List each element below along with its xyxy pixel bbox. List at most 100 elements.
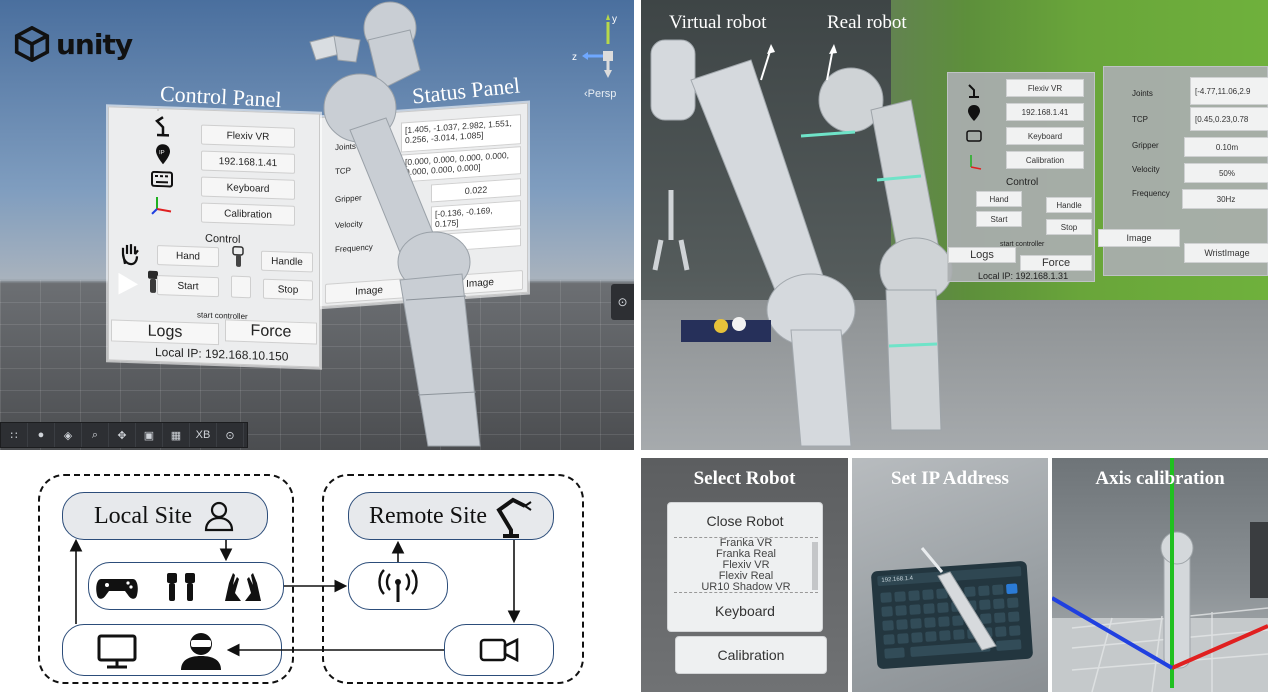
local-ip-label: Local IP: 192.168.10.150 bbox=[155, 344, 289, 364]
remote-site-node: Remote Site bbox=[348, 492, 554, 540]
force-button[interactable]: Force bbox=[225, 319, 317, 345]
remote-site-label: Remote Site bbox=[369, 502, 487, 529]
vr-frequency-label: Frequency bbox=[1132, 189, 1170, 198]
vr-robot-button[interactable]: Flexiv VR bbox=[1006, 79, 1084, 97]
select-robot-card: Close Robot Franka VR Franka Real Flexiv… bbox=[667, 502, 823, 632]
calibration-button[interactable]: Calibration bbox=[201, 202, 295, 226]
vr-gripper-label: Gripper bbox=[1132, 141, 1159, 150]
calibration-card[interactable]: Calibration bbox=[675, 636, 827, 674]
side-compass-icon[interactable]: ⊙ bbox=[611, 284, 634, 320]
toolbar-circle-icon[interactable]: ● bbox=[28, 423, 55, 447]
vr-image-button[interactable]: Image bbox=[1098, 229, 1180, 247]
toolbar-building-icon[interactable]: ▦ bbox=[163, 423, 190, 447]
toolbar-move-icon[interactable]: ✥ bbox=[109, 423, 136, 447]
robot-option-ur10-shadow-vr[interactable]: UR10 Shadow VR bbox=[701, 581, 791, 593]
local-site-group bbox=[38, 474, 294, 684]
stop-button[interactable]: Stop bbox=[263, 278, 313, 301]
toolbar-compass-icon[interactable]: ⊙ bbox=[217, 423, 244, 447]
close-robot-item[interactable]: Close Robot bbox=[706, 513, 784, 529]
vr-controller-icon bbox=[148, 270, 158, 293]
vr-force-button[interactable]: Force bbox=[1020, 255, 1092, 271]
hand-button-placeholder bbox=[157, 109, 159, 112]
remote-site-group bbox=[322, 474, 584, 684]
vr-controllers-icon bbox=[167, 573, 195, 601]
vr-keyboard-button[interactable]: Keyboard bbox=[1006, 127, 1084, 145]
vr-headset-user-icon bbox=[181, 633, 221, 670]
display-icons bbox=[97, 633, 221, 670]
calibration-item: Calibration bbox=[717, 647, 785, 663]
person-icon bbox=[204, 501, 234, 532]
handle-button[interactable]: Handle bbox=[261, 250, 313, 273]
vr-frequency-value: 30Hz bbox=[1182, 189, 1268, 209]
logs-button[interactable]: Logs bbox=[111, 319, 219, 346]
network-node bbox=[348, 562, 448, 610]
robot-option-flexiv-real[interactable]: Flexiv Real bbox=[718, 570, 774, 582]
robot-select-button[interactable]: Flexiv VR bbox=[201, 124, 295, 148]
control-label: Control bbox=[205, 232, 241, 246]
hand-button[interactable]: Hand bbox=[157, 245, 219, 268]
robot-options-list[interactable]: Franka VR Franka Real Flexiv VR Flexiv R… bbox=[674, 537, 818, 593]
robot-arm-icon bbox=[155, 116, 169, 137]
start-button[interactable]: Start bbox=[157, 275, 219, 298]
input-devices-node bbox=[88, 562, 284, 610]
axis-icon bbox=[151, 196, 172, 215]
hand-icon bbox=[121, 244, 139, 266]
play-icon bbox=[118, 272, 139, 295]
scene-gizmo-icon[interactable]: z y bbox=[568, 12, 628, 82]
toolbar-camera-icon[interactable]: ▣ bbox=[136, 423, 163, 447]
set-ip-crop: Set IP Address 192.168.1.4 bbox=[852, 458, 1048, 692]
unity-cube-icon bbox=[14, 26, 50, 62]
stop-toggle[interactable] bbox=[231, 275, 251, 299]
toolbar-search-icon[interactable]: ⌕ bbox=[82, 423, 109, 447]
local-site-node: Local Site bbox=[62, 492, 268, 540]
gamepad-icon bbox=[96, 579, 138, 599]
axis-calibration-title: Axis calibration bbox=[1095, 468, 1225, 489]
vr-control-panel: Flexiv VR 192.168.1.41 Keyboard Calibrat… bbox=[947, 72, 1095, 282]
svg-text:y: y bbox=[612, 14, 617, 25]
video-camera-icon bbox=[479, 637, 519, 663]
vr-calibration-button[interactable]: Calibration bbox=[1006, 151, 1084, 169]
toolbar-grid-icon[interactable]: ∷ bbox=[1, 423, 28, 447]
vr-handle-button[interactable]: Handle bbox=[1046, 197, 1092, 213]
robot-scene-drawing bbox=[650, 39, 953, 447]
scene-toolbar: ∷ ● ◈ ⌕ ✥ ▣ ▦ XB ⊙ bbox=[0, 422, 248, 448]
vr-tcp-value: [0.45,0.23,0.78 bbox=[1190, 107, 1268, 131]
set-ip-title: Set IP Address bbox=[891, 468, 1009, 489]
robot-option-flexiv-vr[interactable]: Flexiv VR bbox=[722, 559, 770, 571]
real-robot-label: Real robot bbox=[827, 12, 907, 33]
real-robot-photo: Virtual robot Real robot Flexiv VR 192.1… bbox=[641, 0, 1268, 450]
toolbar-xb-button[interactable]: XB bbox=[190, 423, 217, 447]
vr-joints-label: Joints bbox=[1132, 89, 1153, 98]
vr-logs-button[interactable]: Logs bbox=[948, 247, 1016, 263]
vr-gripper-value: 0.10m bbox=[1184, 137, 1268, 157]
vr-start-button[interactable]: Start bbox=[976, 211, 1022, 227]
ip-address-button[interactable]: 192.168.1.41 bbox=[201, 150, 295, 174]
svg-text:IP: IP bbox=[159, 150, 165, 156]
toolbar-layers-icon[interactable]: ◈ bbox=[55, 423, 82, 447]
vr-stop-button[interactable]: Stop bbox=[1046, 219, 1092, 235]
hands-icon bbox=[225, 573, 261, 601]
monitor-icon bbox=[97, 634, 137, 669]
unity-scene-view: unity z y ‹Persp Control Panel Status Pa… bbox=[0, 0, 634, 450]
unity-logo-text: unity bbox=[56, 27, 133, 61]
vr-wrist-image-button[interactable]: WristImage bbox=[1184, 243, 1268, 263]
keyboard-button[interactable]: Keyboard bbox=[201, 176, 295, 200]
keyboard-item[interactable]: Keyboard bbox=[715, 603, 775, 619]
vr-start-controller-label: start controller bbox=[1000, 241, 1045, 248]
diagram-arrows bbox=[69, 538, 521, 657]
robot-option-franka-vr[interactable]: Franka VR bbox=[719, 537, 773, 549]
options-scrollbar[interactable] bbox=[812, 542, 818, 590]
vr-local-ip-label: Local IP: 192.168.1.31 bbox=[978, 271, 1069, 281]
axis-calibration-crop: Axis calibration bbox=[1052, 458, 1268, 692]
robot-option-franka-real[interactable]: Franka Real bbox=[716, 548, 776, 560]
vr-velocity-value: 50% bbox=[1184, 163, 1268, 183]
antenna-icon bbox=[378, 569, 418, 602]
location-pin-icon: IP bbox=[156, 144, 170, 165]
keyboard-icon bbox=[151, 170, 173, 188]
persp-label[interactable]: ‹Persp bbox=[584, 88, 617, 100]
axis-calibration-scene bbox=[1052, 458, 1268, 692]
vr-hand-button[interactable]: Hand bbox=[976, 191, 1022, 207]
camera-node bbox=[444, 624, 554, 676]
vr-ip-button[interactable]: 192.168.1.41 bbox=[1006, 103, 1084, 121]
